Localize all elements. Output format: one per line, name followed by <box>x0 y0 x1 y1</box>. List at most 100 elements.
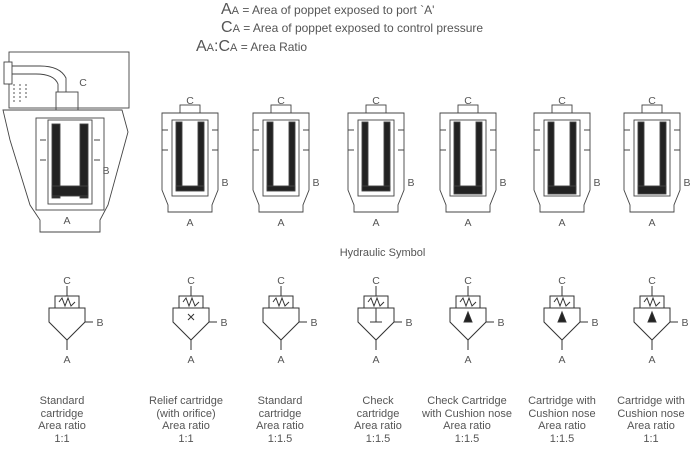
port-label-c: C <box>464 95 472 107</box>
sleeve <box>47 119 93 205</box>
spring-icon <box>367 296 385 308</box>
caption-line1: Cartridge with <box>617 395 685 407</box>
sleeve <box>543 119 581 197</box>
port-label-a: A <box>63 215 70 227</box>
caption-line1: Relief cartridge <box>149 395 223 407</box>
hydraulic-symbol <box>48 286 93 350</box>
port-label-b: B <box>310 317 317 329</box>
legend-subscript: A <box>231 5 240 17</box>
caption-line4: 1:1 <box>643 432 659 445</box>
port-label-a: A <box>63 354 70 366</box>
seal-grooves <box>162 129 218 151</box>
seal-grooves <box>624 129 680 151</box>
caption-line3: Area ratio <box>256 420 304 432</box>
port-label-c: C <box>277 95 285 107</box>
sectional-view <box>252 104 310 213</box>
valve-body <box>357 307 395 341</box>
port-label-a: A <box>558 217 565 229</box>
poppet-wall-left <box>453 121 461 191</box>
caption-line3: Area ratio <box>162 420 210 432</box>
cover-plug <box>55 91 79 111</box>
pilot-line <box>12 73 59 92</box>
sectional-view <box>347 104 405 213</box>
sleeve <box>262 119 300 197</box>
legend-symbol: A <box>196 38 207 55</box>
port-label-c: C <box>558 275 566 287</box>
seal-grooves <box>348 129 404 151</box>
legend-symbol: C <box>221 19 233 36</box>
caption-line4: 1:1.5 <box>267 432 293 445</box>
legend-row-area-c: CA = Area of poppet exposed to control p… <box>221 19 483 37</box>
port-label-a: A <box>186 217 193 229</box>
check-icon <box>370 308 382 323</box>
caption-line1: Check Cartridge <box>427 395 507 407</box>
spring-icon <box>553 296 571 308</box>
port-label-c: C <box>187 275 195 287</box>
poppet-wall-right <box>659 121 667 191</box>
poppet-wall-left <box>637 121 645 191</box>
valve-body <box>449 307 487 341</box>
hydraulic-symbol <box>172 286 217 350</box>
caption-line1: Check <box>362 395 394 407</box>
caption-line2: cartridge <box>258 407 302 420</box>
sectional-views <box>161 104 681 213</box>
control-cover <box>8 51 130 109</box>
valve-body <box>543 307 581 341</box>
caption-line3: Area ratio <box>443 420 491 432</box>
caption-line3: Area ratio <box>38 420 86 432</box>
poppet-seat <box>175 185 205 192</box>
section-title-text: Hydraulic Symbol <box>339 247 426 259</box>
orifice-icon <box>187 313 195 321</box>
port-label-c: C <box>648 275 656 287</box>
hydraulic-symbol <box>543 286 588 350</box>
port-label-c: C <box>79 77 87 89</box>
caption-line1: Standard <box>39 395 85 407</box>
port-label-a: A <box>372 354 379 366</box>
port-label-c: C <box>464 275 472 287</box>
poppet-wall-right <box>569 121 577 191</box>
port-label-b: B <box>681 317 688 329</box>
caption-line4: 1:1 <box>178 432 194 445</box>
body-outline <box>623 112 681 213</box>
drain-lines <box>13 84 27 104</box>
legend-subscript: A <box>206 42 215 54</box>
caption-line2: cartridge <box>356 407 400 420</box>
caption-line3: Area ratio <box>354 420 402 432</box>
legend-separator: : <box>214 38 219 55</box>
body-outline <box>439 112 497 213</box>
port-label-a: A <box>372 217 379 229</box>
port-label-c: C <box>372 275 380 287</box>
valve-body <box>172 307 210 341</box>
legend-row-area-ratio: AA:CA = Area Ratio <box>196 38 307 56</box>
caption-line4: 1:1.5 <box>454 432 480 445</box>
spring-icon <box>182 296 200 308</box>
port-label-a: A <box>277 217 284 229</box>
seal-grooves <box>40 139 100 161</box>
port-label-b: B <box>683 177 690 189</box>
poppet-wall-right <box>475 121 483 191</box>
port-label-a: A <box>464 217 471 229</box>
legend-subscript: A <box>230 42 238 54</box>
caption-line2: Cushion nose <box>617 407 685 420</box>
port-label-c: C <box>63 275 71 287</box>
manifold-block <box>2 109 129 233</box>
valve-body <box>633 307 671 341</box>
port-label-b: B <box>593 177 600 189</box>
sleeve <box>171 119 209 197</box>
sectional-view <box>439 104 497 213</box>
caption-line4: 1:1.5 <box>365 432 391 445</box>
poppet-seat <box>453 185 483 195</box>
main-assembly-drawing <box>2 51 130 233</box>
hydraulic-symbol <box>449 286 494 350</box>
body-outline <box>161 112 219 213</box>
poppet-wall-right <box>197 121 205 191</box>
port-label-b: B <box>591 317 598 329</box>
caption-line2: (with orifice) <box>156 407 216 420</box>
port-label-a: A <box>464 354 471 366</box>
pilot-line <box>12 65 67 92</box>
caption-line4: 1:1.5 <box>549 432 575 445</box>
poppet-wall-left <box>51 123 61 199</box>
